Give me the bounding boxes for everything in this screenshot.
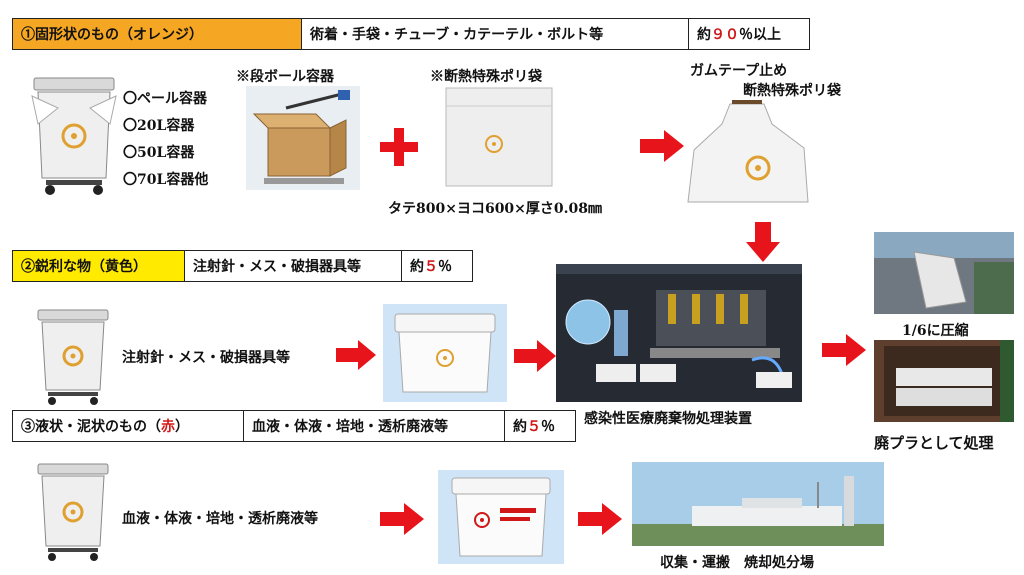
biohazard-icon (61, 123, 87, 149)
sharp-items: 注射針・メス・破損器具等 (185, 251, 402, 281)
compress-label: 1/6に圧縮 (902, 323, 969, 339)
sharp-title: ②鋭利な物（黄色） (13, 251, 185, 281)
sharp-pail-container-image (37, 309, 109, 405)
solid-title: ①固形状のもの（オレンジ） (13, 19, 302, 49)
pail-container-image (31, 77, 117, 195)
container-type-item: 〇ペール容器 (123, 91, 207, 107)
polybag-dimensions: タテ800×ヨコ600×厚さ0.08㎜ (388, 201, 603, 217)
sharps-container-image (383, 304, 507, 402)
right-arrow-icon (380, 503, 424, 535)
biohazard-icon (745, 155, 771, 181)
biohazard-icon (436, 349, 454, 367)
compressed-waste-photo-top (874, 232, 1014, 314)
liquid-flow-label: 血液・体液・培地・透析廃液等 (122, 511, 318, 527)
compressed-waste-photo-bottom (874, 340, 1014, 422)
down-arrow-icon (746, 222, 780, 262)
solid-items: 術着・手袋・チューブ・カテーテル・ボルト等 (302, 19, 689, 49)
polybag-label: ※断熱特殊ポリ袋 (430, 69, 542, 85)
right-arrow-icon (336, 340, 376, 370)
liquid-items: 血液・体液・培地・透析廃液等 (244, 411, 505, 441)
sharp-flow-label: 注射針・メス・破損器具等 (122, 350, 290, 366)
biohazard-icon (485, 135, 503, 153)
liquid-title: ③液状・泥状のもの（赤） (13, 411, 244, 441)
right-arrow-icon (578, 503, 622, 535)
liquid-container-image (438, 470, 564, 564)
processor-panel-image (556, 264, 802, 402)
flat-polybag-image (445, 87, 553, 187)
right-arrow-icon (822, 334, 866, 366)
cardboard-box-image (246, 86, 360, 190)
right-arrow-icon (640, 130, 684, 162)
container-types: 〇ペール容器 〇20L容器 〇50L容器 〇70L容器他 (123, 86, 208, 194)
incinerate-label: 収集・運搬 焼却処分場 (660, 555, 814, 571)
tape-label-2: 断熱特殊ポリ袋 (743, 83, 841, 99)
right-arrow-icon (514, 340, 556, 372)
container-type-item: 〇70L容器他 (123, 172, 209, 188)
biohazard-icon (62, 501, 84, 523)
plus-icon (380, 128, 418, 166)
tape-label-1: ガムテープ止め (690, 63, 788, 79)
processor-label: 感染性医療廃棄物処理装置 (584, 411, 752, 427)
container-type-item: 〇20L容器 (123, 118, 195, 134)
container-type-item: 〇50L容器 (123, 145, 195, 161)
biohazard-icon (62, 345, 84, 367)
cardboard-label: ※段ボール容器 (236, 69, 334, 85)
sealed-polybag-image (687, 100, 809, 203)
incineration-plant-photo (632, 462, 884, 546)
liquid-pail-container-image (37, 463, 109, 561)
biohazard-icon (474, 512, 490, 528)
recycle-label: 廃プラとして処理 (874, 434, 994, 452)
